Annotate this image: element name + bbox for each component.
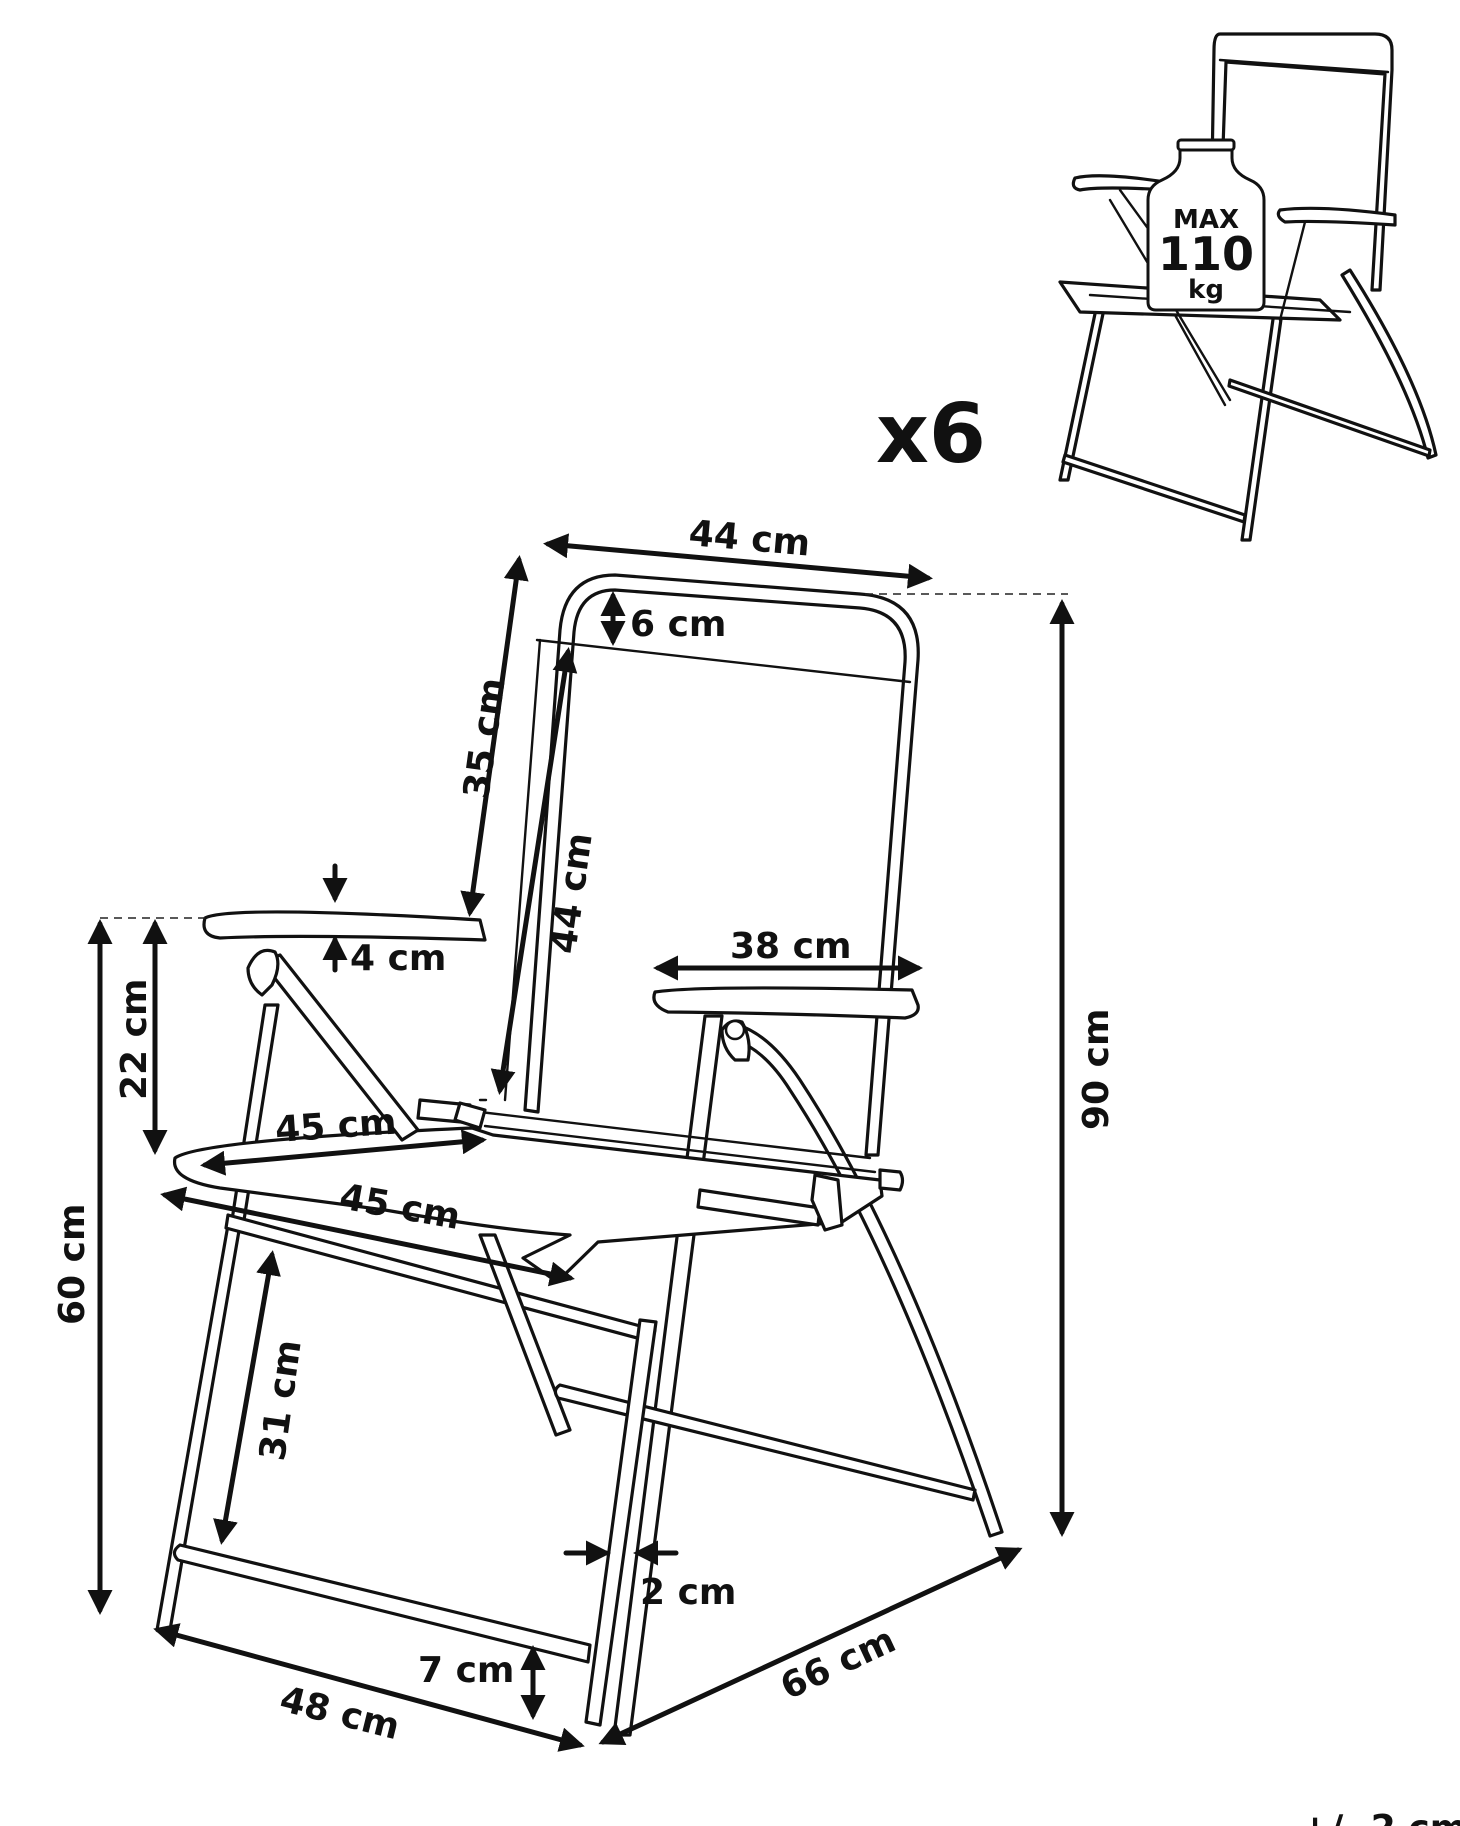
dim-headrest-band: 6 cm bbox=[630, 604, 726, 645]
quantity-label: x6 bbox=[876, 387, 986, 482]
dim-leg-height: 31 cm bbox=[252, 1337, 310, 1463]
main-chair bbox=[155, 573, 1004, 1737]
dim-arm-to-seat: 22 cm bbox=[114, 979, 155, 1100]
dim-armrest-thickness: 4 cm bbox=[350, 938, 446, 979]
thumbnail-chair: MAX 110 kg bbox=[1058, 32, 1438, 542]
tolerance-note: +/- 2 cm bbox=[1300, 1808, 1460, 1826]
dim-seat-height: 60 cm bbox=[52, 1204, 93, 1325]
dim-total-height: 90 cm bbox=[1076, 1009, 1117, 1130]
weight-unit: kg bbox=[1188, 275, 1224, 305]
dim-arm-span: 38 cm bbox=[730, 926, 851, 967]
dim-bottom-bar: 7 cm bbox=[418, 1650, 514, 1691]
weight-value: 110 bbox=[1158, 227, 1254, 281]
dim-upper-back: 35 cm bbox=[456, 675, 514, 801]
dim-seat-depth: 45 cm bbox=[274, 1102, 398, 1151]
weight-max-label: MAX bbox=[1173, 205, 1239, 235]
dim-tube-width: 2 cm bbox=[640, 1572, 736, 1613]
weight-icon: MAX 110 kg bbox=[1146, 138, 1266, 312]
